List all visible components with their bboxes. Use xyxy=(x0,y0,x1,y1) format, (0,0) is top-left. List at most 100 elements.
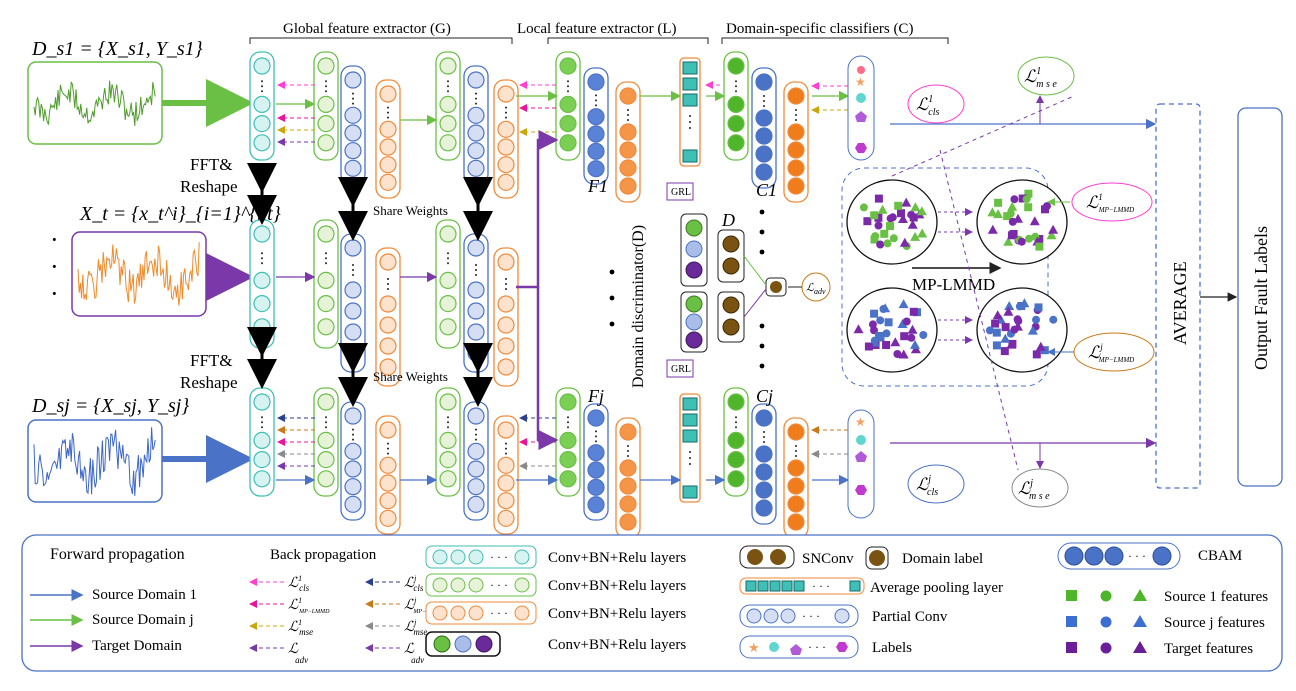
input-source1-label: D_s1 = {X_s1, Y_s1} xyxy=(31,38,203,60)
legend-layer-0: Conv+BN+Relu layers xyxy=(548,550,686,566)
legend: Forward propagation Source Domain 1 Sour… xyxy=(21,534,1283,672)
local-blue-bot xyxy=(583,403,609,521)
blue-col-a-mid xyxy=(340,233,366,373)
domain-discriminator: F1 Fj C1 Cj D Domain discriminator(D) GR… xyxy=(587,176,831,406)
domain-discriminator-label: Domain discriminator(D) xyxy=(630,225,647,388)
signal-waveform-target xyxy=(77,242,200,306)
blue-col-a-bot xyxy=(340,401,366,521)
fft-reshape-labels: FFT& Reshape FFT& Reshape xyxy=(180,155,238,392)
label-D: D xyxy=(721,210,735,230)
blue-col-a-top xyxy=(340,65,366,185)
svg-text:· · ·: · · · xyxy=(490,606,508,620)
legend-layer-3: Conv+BN+Relu layers xyxy=(548,637,686,653)
grl-label-1: GRL xyxy=(671,187,691,198)
orange-col-b-bot xyxy=(493,415,519,535)
svg-text:·: · xyxy=(50,279,59,308)
legend-snconv: SNConv xyxy=(802,551,854,567)
blue-col-b-bot xyxy=(463,401,489,521)
green-col-b-top xyxy=(435,51,461,161)
legend-forward-3: Target Domain xyxy=(92,638,182,654)
header-global: Global feature extractor (G) xyxy=(283,21,451,37)
svg-text:· · ·: · · · xyxy=(1128,549,1146,563)
cls-blue-bot xyxy=(751,403,777,525)
legend-forward-2: Source Domain j xyxy=(92,612,194,628)
svg-text:· · ·: · · · xyxy=(490,578,508,592)
legend-feature-0: Source 1 features xyxy=(1164,589,1268,605)
orange-col-a-mid xyxy=(375,247,401,387)
svg-text:· · ·: · · · xyxy=(812,579,830,593)
fft-label-1: FFT& xyxy=(190,155,233,174)
avgpool-top xyxy=(679,57,701,167)
orange-col-b-mid xyxy=(493,247,519,387)
svg-text:· · ·: · · · xyxy=(802,609,820,623)
section-headers: Global feature extractor (G) Local featu… xyxy=(249,21,949,44)
svg-text:·: · xyxy=(50,252,59,281)
shared-weight-arrows: Share Weights Share Weights xyxy=(247,163,493,407)
local-orange-top xyxy=(615,81,641,203)
teal-col-bot xyxy=(249,387,275,497)
svg-text:·: · xyxy=(50,225,59,254)
orange-col-b-top xyxy=(493,79,519,199)
local-blue-top xyxy=(583,67,609,185)
cls-orange-top xyxy=(783,81,809,203)
average-label: AVERAGE xyxy=(1170,261,1190,345)
cls-orange-bot xyxy=(783,417,809,539)
green-col-b-mid xyxy=(435,219,461,349)
input-source1: D_s1 = {X_s1, Y_s1} xyxy=(27,38,254,145)
cls-green-bot xyxy=(723,387,749,497)
input-sourcej: D_sj = {X_sj, Y_sj} xyxy=(27,395,254,503)
green-col-a-top xyxy=(313,51,339,161)
propagation-arrows xyxy=(276,81,1238,486)
output-section: AVERAGE Output Fault Labels xyxy=(1155,103,1283,489)
signal-waveform-sourcej xyxy=(33,427,156,496)
fft-label-2: FFT& xyxy=(190,351,233,370)
legend-partial-conv: Partial Conv xyxy=(872,609,948,625)
header-local: Local feature extractor (L) xyxy=(517,21,676,37)
green-col-a-mid xyxy=(313,219,339,349)
network-layers xyxy=(249,51,809,539)
legend-layer-1: Conv+BN+Relu layers xyxy=(548,578,686,594)
mp-lmmd-label: MP-LMMD xyxy=(912,275,995,294)
teal-col-mid xyxy=(249,219,275,349)
input-sourcej-label: D_sj = {X_sj, Y_sj} xyxy=(31,395,189,417)
cls-green-top xyxy=(723,51,749,161)
legend-feature-1: Source j features xyxy=(1164,615,1265,631)
blue-col-b-mid xyxy=(463,233,489,373)
input-target-label: X_t = {x_t^i}_{i=1}^{nt} xyxy=(79,203,281,225)
orange-col-a-top xyxy=(375,79,401,199)
svg-text:· · ·: · · · xyxy=(808,640,826,654)
orange-col-a-bot xyxy=(375,415,401,535)
avgpool-bot xyxy=(679,393,701,503)
local-green-top xyxy=(555,51,581,161)
local-orange-bot xyxy=(615,417,641,539)
legend-feature-2: Target features xyxy=(1164,641,1253,657)
label-Cj: Cj xyxy=(756,386,773,406)
local-green-bot xyxy=(555,387,581,497)
legend-back-title: Back propagation xyxy=(270,547,377,563)
green-col-a-bot xyxy=(313,387,339,497)
feature-scatter xyxy=(853,189,1059,359)
svg-text:· · ·: · · · xyxy=(490,550,508,564)
legend-layer-2: Conv+BN+Relu layers xyxy=(548,606,686,622)
input-target: X_t = {x_t^i}_{i=1}^{nt} · · · xyxy=(50,203,281,317)
mp-lmmd-region: MP-LMMD xyxy=(841,167,1068,387)
blue-col-b-top xyxy=(463,65,489,185)
legend-forward-1: Source Domain 1 xyxy=(92,587,197,603)
share-weights-label-2: Share Weights xyxy=(373,369,448,384)
reshape-label-1: Reshape xyxy=(180,177,238,196)
legend-labels: Labels xyxy=(872,640,912,656)
grl-label-2: GRL xyxy=(671,364,691,375)
svg-text:★: ★ xyxy=(855,415,866,429)
output-label: Output Fault Labels xyxy=(1251,226,1271,370)
header-classifiers: Domain-specific classifiers (C) xyxy=(726,21,913,37)
label-Fj: Fj xyxy=(587,386,604,406)
svg-text:★: ★ xyxy=(855,75,866,89)
legend-domain-label: Domain label xyxy=(902,551,983,567)
svg-text:★: ★ xyxy=(748,640,760,655)
green-col-b-bot xyxy=(435,387,461,497)
teal-col-top xyxy=(249,51,275,161)
label-C1: C1 xyxy=(756,180,777,200)
signal-waveform-source1 xyxy=(33,80,156,126)
